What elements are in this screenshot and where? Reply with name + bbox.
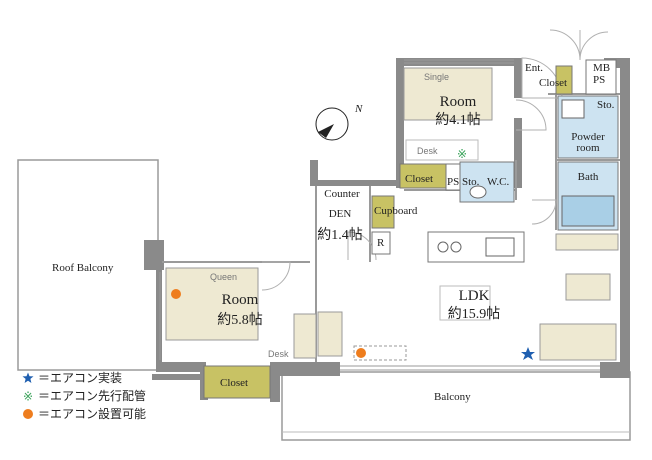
fridge-label: R [377,237,385,249]
desk-room1-label: Desk [417,146,438,156]
chair-ldk2 [293,313,317,359]
mb-label: MB [593,62,611,74]
roof-balcony-label: Roof Balcony [52,262,114,274]
sofa [539,323,617,361]
den-name: DEN [328,208,352,220]
room1-name: Room [439,94,477,110]
cupboard-label: Cupboard [374,205,418,217]
svg-text:※: ※ [23,390,33,402]
toilet [469,185,487,199]
roof-balcony [17,159,159,371]
north-label: N [355,103,363,115]
ac-piping-room1-marker: ※ [457,147,467,161]
balcony [281,371,631,441]
den-size: 約1.4帖 [317,228,363,243]
side-table [565,273,611,301]
bathtub [561,195,615,227]
dot-icon [23,408,33,419]
queen-bed-label: Queen [210,272,238,282]
closet-room2 [203,365,271,399]
legend-ac-possible-text: ＝エアコン設置可能 [38,407,147,421]
stove [437,241,449,253]
closet-room2-label: Closet [220,377,249,389]
wc-label: W.C. [487,176,510,188]
windows [159,59,600,371]
ldk-size: 約15.9帖 [447,307,501,322]
powder-room-label-1: Powder [571,131,605,143]
kitchen-sink [485,237,515,257]
closet-entrance-label: Closet [539,77,568,89]
ps-room1 [445,163,461,191]
legend-ac-piping: ※ ＝エアコン先行配管 [22,387,146,404]
desk-room1 [405,139,479,161]
legend-ac-installed: ＝エアコン実装 [22,369,122,386]
single-bed-label: Single [424,72,450,82]
powder-room-label-2: room [576,142,600,154]
sto-top-label: Sto. [597,99,615,111]
entrance-label: Ent. [525,62,544,74]
ps-mid-label: PS [447,176,460,188]
mb-ps [585,59,617,95]
stove2 [450,241,462,253]
room2-name: Room [221,292,259,308]
ac-space-ldk [353,345,407,361]
cupboard [371,195,395,229]
sink [561,99,585,119]
ac-possible-ldk-marker [356,348,366,358]
wc [459,161,515,203]
ps-label-top: PS [593,74,606,86]
legend-ac-piping-text: ＝エアコン先行配管 [38,389,147,403]
closet-room1 [399,163,447,189]
legend-ac-possible: ＝エアコン設置可能 [22,405,146,422]
chair-ldk1 [317,311,343,357]
single-bed [403,67,493,121]
room1-size: 約4.1帖 [435,113,481,128]
dining-table [439,285,491,321]
counter-ldk [555,233,619,251]
ac-possible-room2-marker [171,289,181,299]
closet-room1-label: Closet [405,173,434,185]
legend-ac-installed-text: ＝エアコン実装 [38,371,123,385]
counter-label: Counter [324,188,360,200]
asterisk-icon: ※ [23,390,33,402]
ac-installed-ldk-marker [521,347,535,360]
fridge [371,231,391,255]
bath-label: Bath [577,171,599,183]
room2-size: 約5.8帖 [217,313,263,328]
queen-bed [165,267,259,341]
closet-entrance [555,65,573,95]
desk-room2-label: Desk [268,349,289,359]
sto-mid-label: Sto. [462,176,480,188]
north-arrow-icon [315,107,350,141]
ldk-name: LDK [458,288,490,304]
star-icon [22,372,34,383]
balcony-label: Balcony [434,391,471,403]
